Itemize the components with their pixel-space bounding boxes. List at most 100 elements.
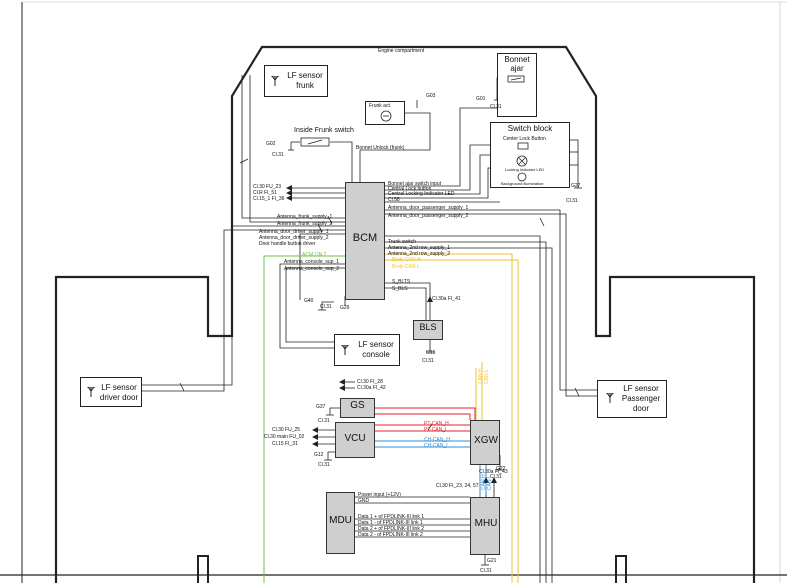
gs-label: GS [350,400,365,411]
ground-g37: G37 [316,404,326,410]
bcm-right-wire-5: Body-CAN L [392,264,420,270]
lf-sensor-frunk-box: LF sensor frunk [264,65,328,97]
xgw-vert-2: CAN L [484,369,490,384]
ground-g29: G29 [340,305,350,311]
frunk-act-label: Frunk act. [369,103,392,109]
mdu-line-5: Data 2 + of FPDLINK-III link 2 [358,526,424,532]
motor-icon [380,110,392,122]
frunk-switch-label: Inside Frunk switch [294,127,354,134]
mhu-module: MHU [470,497,500,555]
switch-block-title: Switch block [507,124,553,133]
bcm-right-wire-4: Body-CAN H [392,257,421,263]
bonnet-ajar-box: Bonnet ajar [497,53,537,117]
cl31-label: Cl.31 [318,462,330,468]
vcu-label: VCU [344,433,366,444]
mdu-line-2: GND [358,498,370,504]
mdu-module: MDU [326,492,355,554]
ground-g01: G01 [476,96,486,102]
bls-label: BLS [419,322,437,332]
sensor-label-line2: console [362,350,390,359]
ground-g27: G27 [571,183,581,189]
cl31-label: Cl.31 [272,152,284,158]
can-label-3: CH-CAN_H [424,437,450,443]
bonnet-unlock-label: Bonnet Unlock (frunk) [356,145,405,151]
switch-icon [507,75,525,83]
lf-sensor-passenger-box: LF sensor Passenger door [597,380,667,418]
antenna-icon [87,387,95,397]
xgw-vert-4: CAN L [487,475,493,490]
mhu-power-2: Cl.30 FI_23, 24, 57 [436,483,479,489]
switch-block-box: Switch block Center Lock Button Locking … [490,122,570,188]
sensor-label-line1: LF sensor [101,383,137,392]
cl31-label: Cl.31 [320,304,332,310]
gs-power-2: Cl.30a FI_42 [357,385,386,391]
mhu-power-1: Cl.30a FI_43 [479,469,508,475]
sensor-label-line1: LF sensor [623,384,659,393]
mdu-line-6: Data 2 - of FPDLINK-III link 2 [358,532,423,538]
mdu-line-4: Data 1 - of FPDLINK-III link 1 [358,520,423,526]
sensor-label-line1: LF sensor [287,71,323,80]
mdu-label: MDU [329,515,352,526]
mdu-line-1: Power input (+12V) [358,492,401,498]
ground-g21: G21 [487,558,497,564]
ground-g03: G03 [426,93,436,99]
bcm-left-wire-8: Antenna_console_sup_2 [284,266,340,272]
mdu-line-3: Data 1 + of FPDLINK-III link 1 [358,514,424,520]
diagram-title: Engine compartment [378,48,425,54]
cl31-label: Cl.31 [422,358,434,364]
mhu-label: MHU [474,518,498,529]
bcm-power-3: Cl.15_1 FI_36 [253,196,285,202]
bcm-right-4: Cl.58 [388,197,400,203]
cl31-label: Cl.31 [490,104,502,110]
gs-module: GS [340,398,375,418]
xgw-label: XGW [474,435,498,446]
illumination-icon [517,172,527,182]
bcm-left-wire-1: Antenna_frunk_supply_1 [277,214,333,220]
bonnet-label-line1: Bonnet [504,55,530,64]
s-bls-label: S_BLS [392,286,408,292]
bcm-right-2: Central Lock button [388,186,432,192]
frunk-actuator-box: Frunk act. [365,101,405,125]
bcm-left-wire-7: Antenna_console_sup_1 [284,259,340,265]
vcu-power-1: Cl.30 FU_25 [272,427,301,433]
cl31-label: Cl.31 [480,568,492,574]
sensor-label-line2: frunk [296,81,314,90]
xgw-module: XGW [470,420,500,465]
bcm-power-1: Cl.30 FU_23 [253,184,282,190]
locking-led-label: Locking Indicator LED [505,167,545,172]
vcu-power-2: Cl.30 main FU_02 [264,434,305,440]
bcm-right-wire-3: Antenna_2nd row_supply_2 [388,251,450,257]
ground-g22: G22 [496,466,506,472]
frunk-switch-icon [300,137,330,147]
gs-power-1: Cl.30 FI_28 [357,379,383,385]
sensor-label-line2: driver door [99,393,139,402]
lf-sensor-console-box: LF sensor console [334,334,400,366]
bcm-left-wire-5: Door handle button driver [259,241,316,247]
bcm-left-wire-3: Antenna_door_driver_supply_1 [259,229,329,235]
button-icon [517,142,529,150]
center-lock-label: Center Lock Button [503,136,546,142]
ground-g19: G19 [426,350,436,356]
sensor-label-line1: LF sensor [358,340,394,349]
antenna-icon [341,345,349,355]
antenna-icon [606,393,614,403]
can-label-2: PT-CAN_L [424,427,448,433]
bcm-right-1: Bonnet ajar switch input [388,181,442,187]
bcm-right-wire-1: Trunk switch [388,239,416,245]
led-icon [516,155,528,167]
bcm-left-wire-2: Antenna_frunk_supply_2 [277,221,333,227]
bcm-power-2: Cl.R FI_51 [253,190,277,196]
sensor-label-line2: Passenger [621,394,661,403]
bcm-right-5: Antenna_door_passenger_supply_1 [388,205,469,211]
bcm-left-wire-6: ACM LIN 2 [302,252,327,258]
vcu-power-3: Cl.15 FI_31 [272,441,298,447]
antenna-icon [271,76,279,86]
bls-power: Cl.30a FI_41 [432,296,461,302]
cl31-label: Cl.31 [490,474,502,480]
bcm-module: BCM [345,182,385,300]
ground-g40: G40 [304,298,314,304]
cl31-label: Cl.31 [318,418,330,424]
sensor-label-line3: door [632,404,649,413]
